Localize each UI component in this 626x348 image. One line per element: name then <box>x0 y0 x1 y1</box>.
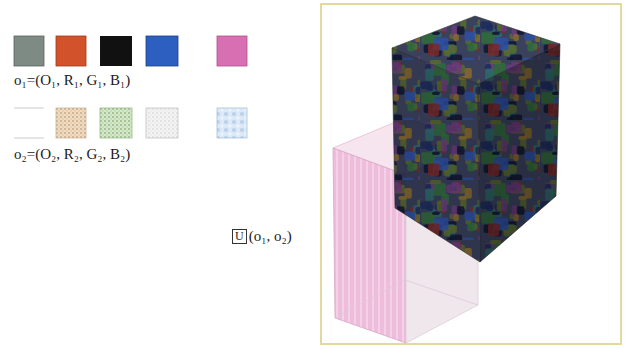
union-operator: U <box>232 229 247 244</box>
tuple-label: o₁=(O₁, R₁, G₁, B₁) <box>14 72 130 89</box>
tuple-label: o₂=(O₂, R₂, G₂, B₂) <box>14 146 130 163</box>
operator-arguments: (o₁, o₂) <box>249 228 292 245</box>
